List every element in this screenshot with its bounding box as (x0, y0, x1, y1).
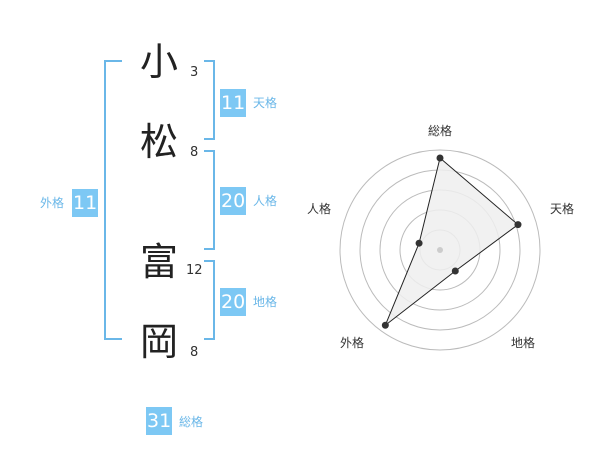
jin-value-badge: 20 (220, 187, 247, 215)
ten-value-badge: 11 (220, 89, 247, 117)
radar-series-area (384, 157, 519, 327)
radar-point-0 (436, 154, 444, 162)
radar-grid-ring (339, 149, 541, 351)
name-char-3: 富 (139, 240, 178, 284)
stroke-count-1: 3 (190, 65, 199, 80)
so-label: 総格 (179, 415, 204, 429)
stroke-count-4: 8 (190, 345, 199, 360)
chi-value-badge: 20 (220, 288, 247, 316)
chi-label: 地格 (253, 295, 278, 309)
radar-point-4 (415, 239, 423, 247)
gai-value-badge: 11 (72, 189, 99, 217)
stroke-count-3: 12 (186, 263, 203, 278)
radar-axis-label-ten: 天格 (550, 202, 575, 216)
name-char-4: 岡 (139, 320, 178, 364)
name-char-1: 小 (139, 40, 178, 84)
radar-axis-label-so: 総格 (428, 124, 453, 138)
radar-point-1 (514, 221, 522, 229)
radar-axis-label-gai: 外格 (340, 336, 365, 350)
so-value-badge: 31 (146, 407, 173, 435)
radar-axis-label-jin: 人格 (307, 202, 332, 216)
gai-label: 外格 (40, 196, 65, 210)
radar-point-2 (451, 267, 459, 275)
name-char-2: 松 (139, 120, 178, 164)
radar-point-3 (381, 321, 389, 329)
radar-center-point (437, 247, 443, 253)
jin-label: 人格 (253, 194, 278, 208)
stroke-count-2: 8 (190, 145, 199, 160)
ten-label: 天格 (253, 96, 278, 110)
radar-axis-label-chi: 地格 (511, 336, 536, 350)
